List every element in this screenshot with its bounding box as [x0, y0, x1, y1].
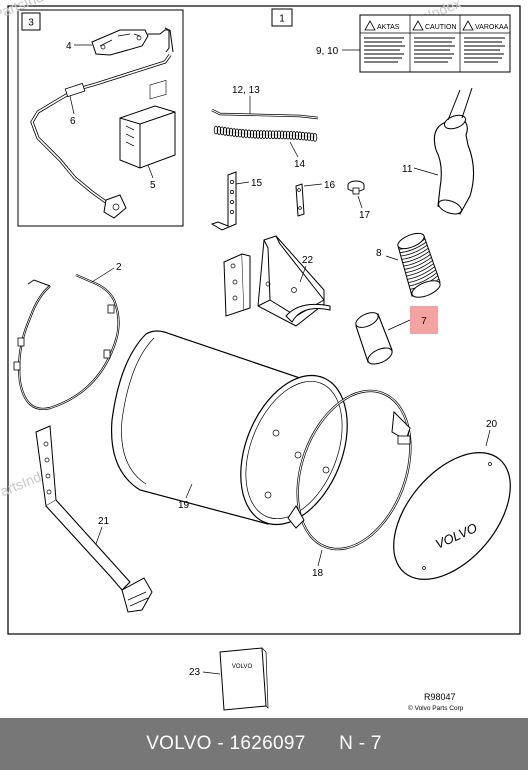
harness-part-2 — [13, 273, 120, 411]
footer-part-number: 1626097 — [229, 733, 306, 754]
footer-sep: - — [211, 733, 230, 754]
callout-7[interactable]: 7 — [421, 316, 427, 327]
callout-4[interactable]: 4 — [66, 41, 72, 52]
callout-12-13[interactable]: 12, 13 — [232, 85, 260, 96]
callout-1[interactable]: 1 — [279, 14, 285, 25]
callout-5[interactable]: 5 — [150, 180, 156, 191]
label-col3: VAROKAA — [475, 24, 509, 31]
parts-diagram: PartsIndex PartsIndex PartsIndex PartsIn… — [0, 0, 521, 712]
control-module-part-5 — [119, 80, 176, 169]
callout-9-10[interactable]: 9, 10 — [316, 46, 339, 57]
callout-15[interactable]: 15 — [251, 178, 263, 189]
callout-16[interactable]: 16 — [324, 180, 336, 191]
support-bracket-part-21 — [35, 425, 153, 613]
leader-23 — [202, 671, 221, 675]
leader-5 — [147, 164, 154, 179]
warning-label-part-9-10 — [359, 14, 511, 73]
tube-part-6 — [30, 54, 172, 219]
diagram-frame — [7, 5, 521, 635]
footer-position: N - 7 — [339, 733, 382, 754]
callout-box-1 — [271, 8, 293, 27]
inset-box-3 — [17, 9, 184, 227]
callout-8[interactable]: 8 — [376, 248, 382, 259]
callout-14[interactable]: 14 — [294, 159, 306, 170]
callout-21[interactable]: 21 — [98, 516, 110, 527]
reference-copyright: © Volvo Parts Corp — [408, 704, 464, 712]
callout-20[interactable]: 20 — [486, 419, 498, 430]
leader-22 — [299, 265, 307, 283]
coil-part-14 — [213, 125, 318, 142]
leader-8 — [385, 255, 399, 261]
footer-bar: VOLVO - 1626097 N - 7 — [0, 718, 528, 770]
callout-box-3 — [21, 12, 41, 31]
book-brand: VOLVO — [232, 664, 253, 670]
callout-22[interactable]: 22 — [302, 255, 314, 266]
nut-part-17 — [347, 180, 365, 195]
callout-18[interactable]: 18 — [312, 568, 324, 579]
sleeve-part-7 — [355, 312, 393, 365]
label-col2: CAUTION — [425, 24, 457, 31]
footer-brand: VOLVO — [146, 733, 212, 754]
highlight-callout-7 — [410, 306, 438, 334]
footer-gap — [306, 733, 339, 755]
sensor-part-4 — [91, 27, 174, 56]
leader-17 — [357, 195, 363, 209]
callout-11[interactable]: 11 — [402, 164, 413, 175]
callout-17[interactable]: 17 — [359, 210, 371, 221]
leader-14 — [289, 141, 299, 158]
mount-bracket-part-22 — [223, 235, 331, 327]
strap-part-16 — [295, 183, 305, 217]
callout-6[interactable]: 6 — [70, 116, 76, 127]
leader-15 — [235, 181, 250, 185]
leader-16 — [303, 183, 323, 187]
leader-18 — [317, 549, 323, 567]
bellows-part-8 — [397, 232, 441, 298]
wire-part-12-13 — [211, 108, 319, 120]
callout-2[interactable]: 2 — [116, 262, 122, 273]
intake-hose-part-11 — [433, 87, 475, 215]
callout-23[interactable]: 23 — [189, 667, 201, 678]
callout-19[interactable]: 19 — [178, 500, 190, 511]
leader-2 — [91, 267, 115, 283]
label-col1: AKTAS — [377, 24, 400, 31]
bracket-part-15 — [210, 171, 237, 231]
leader-21 — [95, 526, 103, 545]
callout-3[interactable]: 3 — [28, 18, 34, 29]
end-cover-part-20 — [393, 452, 511, 580]
reference-code: R98047 — [424, 692, 456, 702]
leader-6 — [69, 95, 75, 115]
leader-20 — [485, 429, 491, 447]
cylinder-part-19 — [110, 330, 348, 526]
leader-7 — [387, 319, 411, 331]
manual-booklet-part-23 — [219, 647, 269, 711]
leader-11 — [413, 167, 439, 176]
clamp-part-18 — [287, 389, 412, 551]
leader-19 — [185, 483, 193, 499]
